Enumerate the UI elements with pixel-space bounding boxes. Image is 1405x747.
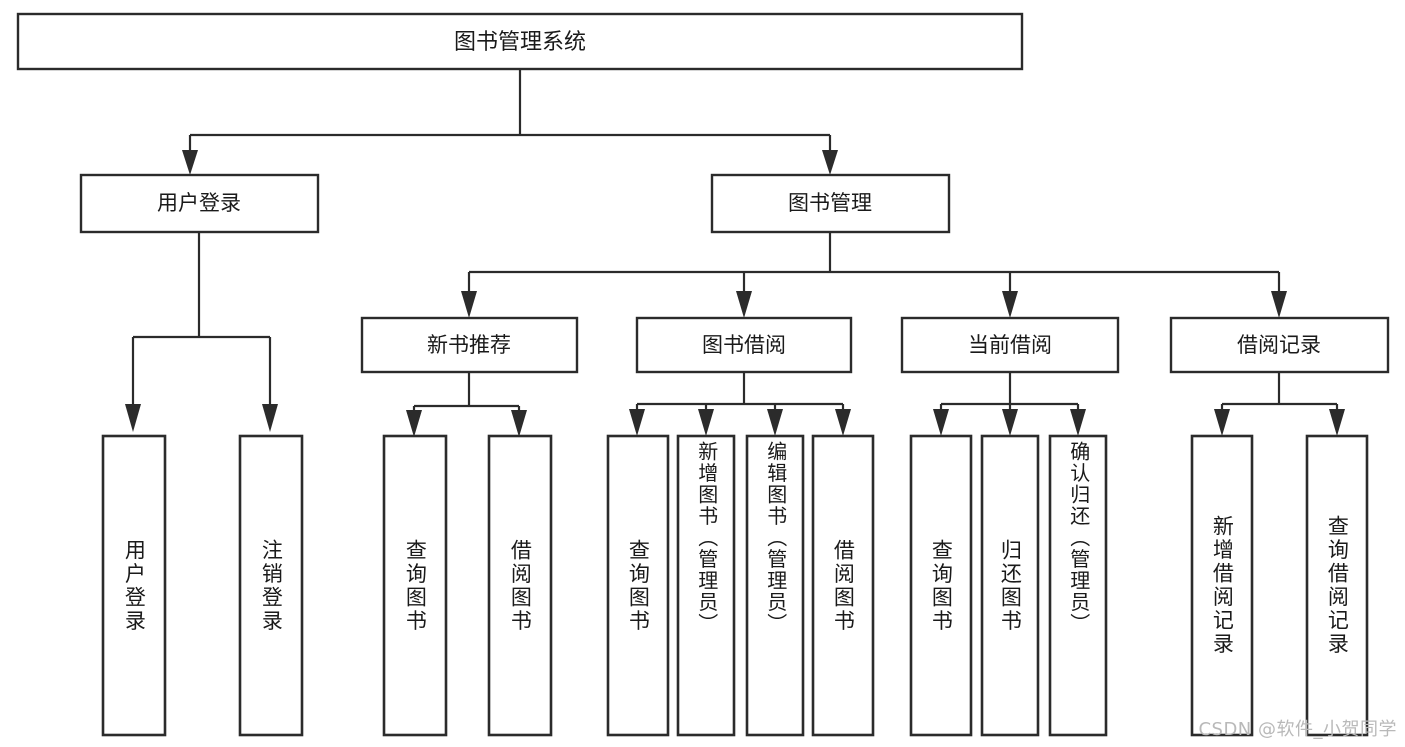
node-root-box[interactable]: [16, 12, 1024, 71]
node-book-manage-label: 图书管理: [788, 191, 872, 215]
arrow-leaf-add-book: [698, 409, 714, 436]
arrow-leaf-query-book-2: [629, 409, 645, 436]
arrow-leaf-edit-book: [767, 409, 783, 436]
arrow-leaf-query-book-1: [406, 410, 422, 437]
node-current-borrow[interactable]: 当前借阅: [900, 316, 1120, 374]
node-borrow-record-label: 借阅记录: [1237, 333, 1321, 357]
node-leaf-return-book-box[interactable]: [980, 434, 1040, 737]
node-leaf-user-login-box[interactable]: [101, 434, 167, 737]
node-user-login-box[interactable]: [79, 173, 320, 234]
csdn-watermark: CSDN @软件_小贺同学: [1198, 719, 1397, 740]
arrow-to-current-borrow: [1002, 291, 1018, 318]
node-borrow-record-box[interactable]: [1169, 316, 1390, 374]
leaf-box-layer: [101, 434, 1369, 737]
node-book-manage[interactable]: 图书管理: [710, 173, 951, 234]
arrow-leaf-confirm-return: [1070, 409, 1086, 436]
node-new-book-rec-box[interactable]: [360, 316, 579, 374]
node-book-borrow-box[interactable]: [635, 316, 853, 374]
arrow-leaf-borrow-book-2: [835, 409, 851, 436]
node-root-label: 图书管理系统: [454, 30, 586, 55]
node-book-borrow[interactable]: 图书借阅: [635, 316, 853, 374]
node-leaf-query-record-box[interactable]: [1305, 434, 1369, 737]
node-leaf-query-book-1-box[interactable]: [382, 434, 448, 737]
arrow-to-book-borrow: [736, 291, 752, 318]
arrow-leaf-query-record: [1329, 409, 1345, 436]
node-leaf-query-book-3-box[interactable]: [909, 434, 973, 737]
connector-layer: [125, 69, 1345, 437]
node-leaf-confirm-return-box[interactable]: [1048, 434, 1108, 737]
arrow-leaf-borrow-book-1: [511, 410, 527, 437]
arrow-leaf-user-logout: [262, 404, 278, 432]
node-leaf-add-record-box[interactable]: [1190, 434, 1254, 737]
node-current-borrow-box[interactable]: [900, 316, 1120, 374]
node-book-manage-box[interactable]: [710, 173, 951, 234]
arrow-to-new-book-rec: [461, 291, 477, 318]
arrow-to-book-manage: [822, 150, 838, 175]
arrow-leaf-user-login: [125, 404, 141, 432]
node-user-login-label: 用户登录: [157, 191, 241, 215]
node-leaf-borrow-book-1-box[interactable]: [487, 434, 553, 737]
node-leaf-add-book-box[interactable]: [676, 434, 736, 737]
arrow-to-borrow-record: [1271, 291, 1287, 318]
node-leaf-user-logout-box[interactable]: [238, 434, 304, 737]
arrow-leaf-return-book: [1002, 409, 1018, 436]
node-root[interactable]: 图书管理系统: [16, 12, 1024, 71]
arrow-leaf-query-book-3: [933, 409, 949, 436]
node-leaf-borrow-book-2-box[interactable]: [811, 434, 875, 737]
arrow-to-user-login: [182, 150, 198, 175]
node-current-borrow-label: 当前借阅: [968, 333, 1052, 357]
node-leaf-query-book-2-box[interactable]: [606, 434, 670, 737]
arrow-leaf-add-record: [1214, 409, 1230, 436]
node-book-borrow-label: 图书借阅: [702, 333, 786, 357]
node-borrow-record[interactable]: 借阅记录: [1169, 316, 1390, 374]
node-new-book-rec-label: 新书推荐: [427, 333, 511, 357]
node-user-login[interactable]: 用户登录: [79, 173, 320, 234]
node-leaf-edit-book-box[interactable]: [745, 434, 805, 737]
node-new-book-rec[interactable]: 新书推荐: [360, 316, 579, 374]
